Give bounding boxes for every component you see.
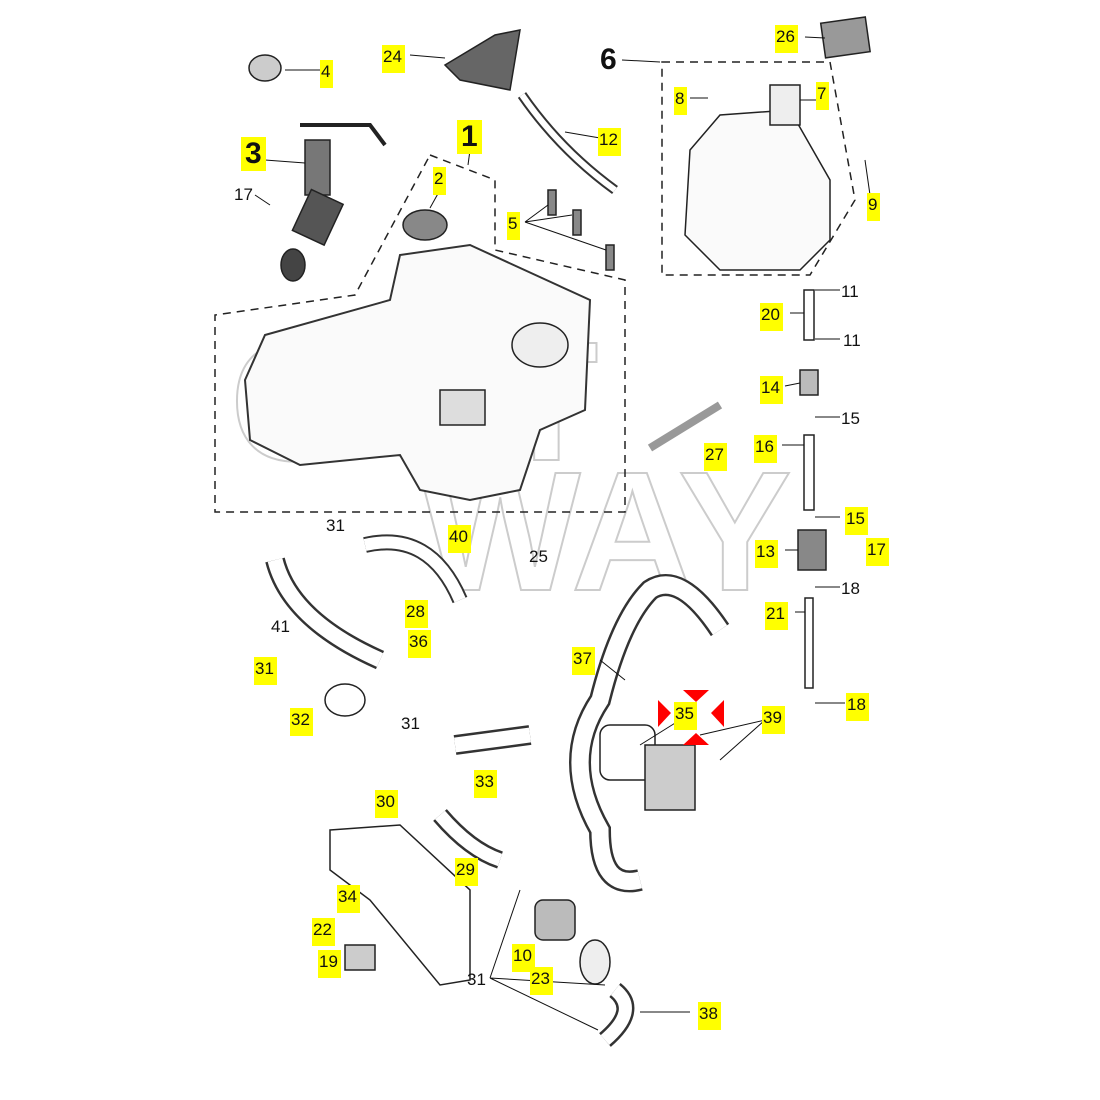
fuel-tank (243, 243, 592, 502)
coolant-reservoir (684, 109, 831, 271)
reservoir-group-boundary (661, 61, 856, 276)
callout-3[interactable]: 3 (241, 137, 266, 171)
callout-1[interactable]: 1 (457, 120, 482, 154)
callout-22[interactable]: 22 (312, 918, 335, 946)
callout-25[interactable]: 25 (529, 547, 548, 566)
filter-10 (534, 899, 576, 941)
callout-20[interactable]: 20 (760, 303, 783, 331)
callout-13[interactable]: 13 (755, 540, 778, 568)
callout-2[interactable]: 2 (433, 167, 447, 195)
callout-34[interactable]: 34 (337, 885, 360, 913)
bracket-34 (329, 824, 471, 986)
tank-group-boundary (214, 154, 626, 513)
selection-markers (658, 690, 724, 745)
callout-21[interactable]: 21 (765, 602, 788, 630)
callout-31[interactable]: 31 (401, 714, 420, 733)
callout-39[interactable]: 39 (762, 706, 785, 734)
callout-29[interactable]: 29 (455, 858, 478, 886)
callout-27[interactable]: 27 (704, 443, 727, 471)
bracket-24 (443, 29, 521, 91)
callout-7[interactable]: 7 (816, 82, 830, 110)
callout-36[interactable]: 36 (408, 630, 431, 658)
callout-6[interactable]: 6 (600, 43, 617, 76)
callout-12[interactable]: 12 (598, 128, 621, 156)
callout-19[interactable]: 19 (318, 950, 341, 978)
callout-31[interactable]: 31 (467, 970, 486, 989)
callout-28[interactable]: 28 (405, 600, 428, 628)
callout-38[interactable]: 38 (698, 1002, 721, 1030)
callout-14[interactable]: 14 (760, 376, 783, 404)
callout-15[interactable]: 15 (841, 409, 860, 428)
callout-26[interactable]: 26 (775, 25, 798, 53)
callout-41[interactable]: 41 (271, 617, 290, 636)
callout-11[interactable]: 11 (843, 331, 861, 350)
fuel-pump-3 (304, 139, 331, 196)
callout-18[interactable]: 18 (846, 693, 869, 721)
callout-11[interactable]: 11 (841, 282, 859, 301)
callout-17[interactable]: 17 (866, 538, 889, 566)
callout-31[interactable]: 31 (326, 516, 345, 535)
callout-30[interactable]: 30 (375, 790, 398, 818)
callout-24[interactable]: 24 (382, 45, 405, 73)
callout-40[interactable]: 40 (448, 525, 471, 553)
callout-18[interactable]: 18 (841, 579, 860, 598)
callout-17[interactable]: 17 (234, 185, 253, 204)
callout-15[interactable]: 15 (845, 507, 868, 535)
callout-5[interactable]: 5 (507, 212, 521, 240)
callout-33[interactable]: 33 (474, 770, 497, 798)
callout-32[interactable]: 32 (290, 708, 313, 736)
callout-8[interactable]: 8 (674, 87, 688, 115)
callout-4[interactable]: 4 (320, 60, 334, 88)
callout-9[interactable]: 9 (867, 193, 881, 221)
callout-37[interactable]: 37 (572, 647, 595, 675)
callout-23[interactable]: 23 (530, 967, 553, 995)
callout-10[interactable]: 10 (512, 944, 535, 972)
callout-31[interactable]: 31 (254, 657, 277, 685)
callout-16[interactable]: 16 (754, 435, 777, 463)
callout-35[interactable]: 35 (674, 702, 697, 730)
